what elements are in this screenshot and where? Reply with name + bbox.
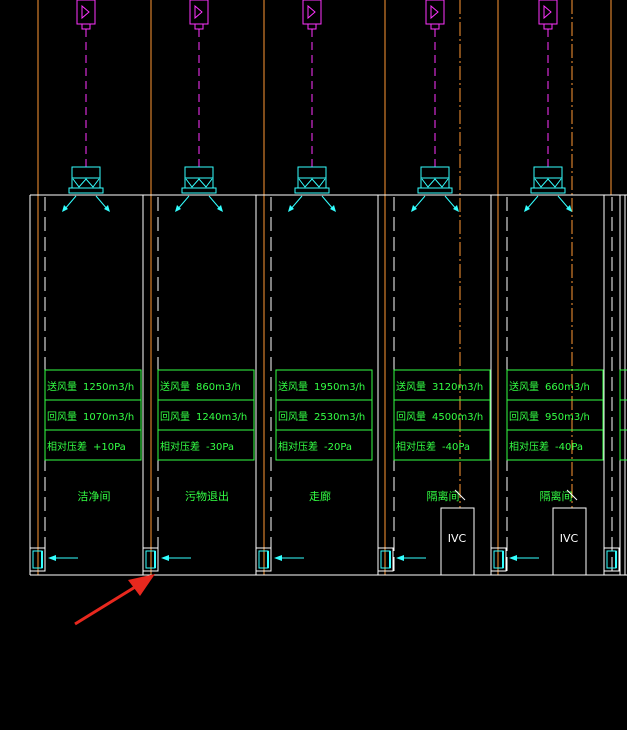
return-grille-icon	[142, 547, 191, 572]
table-row-label: 回风量	[278, 411, 308, 423]
ivc-label: IVC	[448, 532, 467, 545]
terminal-neck	[81, 23, 91, 30]
table-row-label: 相对压差	[47, 440, 87, 453]
supply-terminal-icon	[189, 0, 209, 25]
terminal-neck	[307, 23, 317, 30]
table-border	[275, 369, 373, 461]
damper-symbol-icon	[543, 4, 552, 20]
table-row-label: 送风量	[278, 380, 308, 393]
airflow-table: 送风量 1950m3/h 回风量 2530m3/h 相对压差 -20Pa 走廊	[275, 369, 373, 503]
table-row-value: -30Pa	[206, 442, 234, 453]
table-row-value: -20Pa	[324, 442, 352, 453]
airflow-table: 送风量 660m3/h 回风量 950m3/h 相对压差 -40Pa 隔离间 IVC	[506, 369, 604, 576]
room-name: 污物退出	[185, 489, 229, 503]
table-row-value: 4500m3/h	[432, 412, 483, 423]
room-name: 隔离间	[540, 489, 573, 503]
leader-line	[454, 489, 466, 501]
table-row-label: 相对压差	[160, 440, 200, 453]
table-border	[44, 369, 142, 461]
damper-symbol-icon	[194, 4, 203, 20]
damper-symbol-icon	[307, 4, 316, 20]
supply-air-unit	[411, 0, 459, 212]
table-row-label: 送风量	[47, 380, 77, 393]
return-grille-icon	[29, 547, 78, 572]
table-row-value: 950m3/h	[545, 412, 590, 423]
table-row-label: 回风量	[47, 411, 77, 423]
table-row-value: 3120m3/h	[432, 382, 483, 393]
table-border	[393, 369, 491, 461]
table-border	[506, 369, 604, 461]
table-row-label: 相对压差	[509, 440, 549, 453]
supply-air-unit	[62, 0, 110, 212]
terminal-neck	[194, 23, 204, 30]
diffuser-icon	[175, 166, 223, 212]
return-grille-icon	[255, 547, 304, 572]
red-arrow-icon	[74, 574, 155, 626]
leader-line	[566, 489, 578, 501]
return-grille-icon	[603, 547, 620, 572]
table-row-value: +10Pa	[93, 442, 126, 453]
ivc-unit: IVC	[440, 489, 475, 576]
table-row-label: 送风量	[509, 380, 539, 393]
terminal-neck	[430, 23, 440, 30]
table-row-label: 回风量	[396, 411, 426, 423]
return-grille-icon	[377, 547, 426, 572]
diffuser-icon	[288, 166, 336, 212]
airflow-table: 送风量 3120m3/h 回风量 4500m3/h 相对压差 -40Pa 隔离间 IVC	[393, 369, 491, 576]
airflow-table: 送风量 860m3/h 回风量 1240m3/h 相对压差 -30Pa 污物退出	[157, 369, 255, 503]
supply-air-unit	[524, 0, 572, 212]
ivc-label: IVC	[560, 532, 579, 545]
pipe-lines	[37, 0, 612, 575]
table-row-value: -40Pa	[555, 442, 583, 453]
supply-terminal-icon	[302, 0, 322, 25]
table-row-value: 1250m3/h	[83, 382, 134, 393]
table-row-label: 送风量	[396, 380, 426, 393]
diffuser-icon	[411, 166, 459, 212]
table-row-value: 1070m3/h	[83, 412, 134, 423]
room-name: 洁净间	[78, 489, 111, 503]
diffuser-icon	[62, 166, 110, 212]
table-row-label: 回风量	[509, 411, 539, 423]
return-grille-icon	[490, 547, 539, 572]
table-border	[157, 369, 255, 461]
supply-air-unit	[288, 0, 336, 212]
table-row-label: 相对压差	[278, 440, 318, 453]
table-row-value: 1240m3/h	[196, 412, 247, 423]
ivc-unit: IVC	[552, 489, 587, 576]
room-name: 隔离间	[427, 489, 460, 503]
table-row-label: 回风量	[160, 411, 190, 423]
supply-terminal-icon	[425, 0, 445, 25]
supply-air-unit	[175, 0, 223, 212]
terminal-neck	[543, 23, 553, 30]
table-row-value: -40Pa	[442, 442, 470, 453]
table-row-value: 660m3/h	[545, 382, 590, 393]
damper-symbol-icon	[81, 4, 90, 20]
supply-terminal-icon	[538, 0, 558, 25]
damper-symbol-icon	[430, 4, 439, 20]
airflow-table: 送风量 1250m3/h 回风量 1070m3/h 相对压差 +10Pa 洁净间	[44, 369, 142, 503]
diffuser-icon	[524, 166, 572, 212]
table-row-value: 2530m3/h	[314, 412, 365, 423]
table-row-label: 送风量	[160, 380, 190, 393]
supply-terminal-icon	[76, 0, 96, 25]
table-row-value: 1950m3/h	[314, 382, 365, 393]
exhaust-dashdot-lines	[459, 0, 573, 510]
airflow-table-partial	[619, 369, 627, 461]
table-row-label: 相对压差	[396, 440, 436, 453]
table-row-value: 860m3/h	[196, 382, 241, 393]
room-name: 走廊	[309, 489, 331, 503]
